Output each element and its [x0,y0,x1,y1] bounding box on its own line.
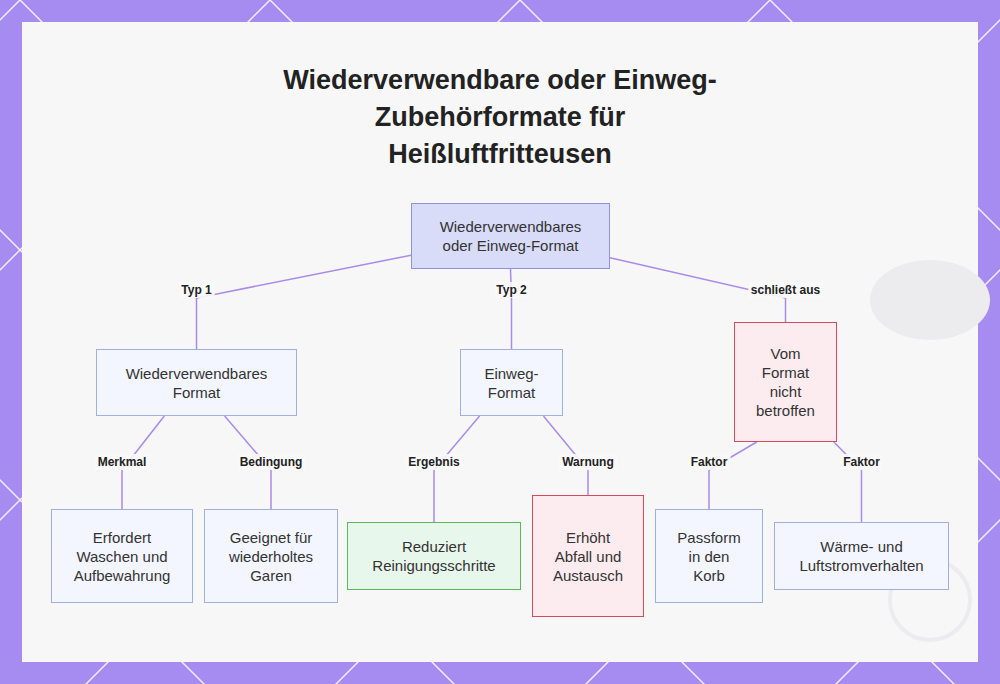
connector-line [709,442,757,509]
node-label: Reduziert Reinigungsschritte [364,537,504,575]
edge-label: Ergebnis [405,454,462,470]
background-shape [870,260,990,340]
node-label: Einweg-Format [474,364,549,402]
node-label: Passform in den Korb [674,528,744,585]
node-label: Wiederverwendbares oder Einweg-Format [431,217,591,255]
category-box: Wärme- und Luftstromverhalten [774,522,949,590]
edge-label: Typ 1 [178,282,214,298]
edge-label: Typ 2 [493,282,529,298]
result-box: Reduziert Reinigungsschritte [347,522,521,590]
root-box: Wiederverwendbares oder Einweg-Format [411,203,610,269]
category-box: Wiederverwendbares Format [96,349,297,416]
edge-label: schließt aus [748,282,823,298]
warning-box: Erhöht Abfall und Austausch [532,495,644,617]
node-label: Geeignet für wiederholtes Garen [221,528,321,585]
edge-label: Merkmal [95,454,150,470]
category-box: Passform in den Korb [655,509,763,603]
edge-label: Faktor [688,454,731,470]
edge-label: Warnung [559,454,617,470]
node-label: Erhöht Abfall und Austausch [546,528,631,585]
node-label: Vom Format nicht betroffen [748,344,823,420]
node-label: Wärme- und Luftstromverhalten [792,537,932,575]
connector-line [197,255,412,349]
node-label: Wiederverwendbares Format [117,364,277,402]
connector-line [511,269,512,349]
category-box: Einweg-Format [460,349,563,416]
diagram-title: Wiederverwendbare oder Einweg-Zubehörfor… [270,62,730,173]
category-box: Geeignet für wiederholtes Garen [204,509,338,603]
warning-box: Vom Format nicht betroffen [734,322,837,442]
edge-label: Faktor [840,454,883,470]
category-box: Erfordert Waschen und Aufbewahrung [51,509,193,603]
content-panel [22,22,978,662]
edge-label: Bedingung [237,454,306,470]
node-label: Erfordert Waschen und Aufbewahrung [67,528,177,585]
